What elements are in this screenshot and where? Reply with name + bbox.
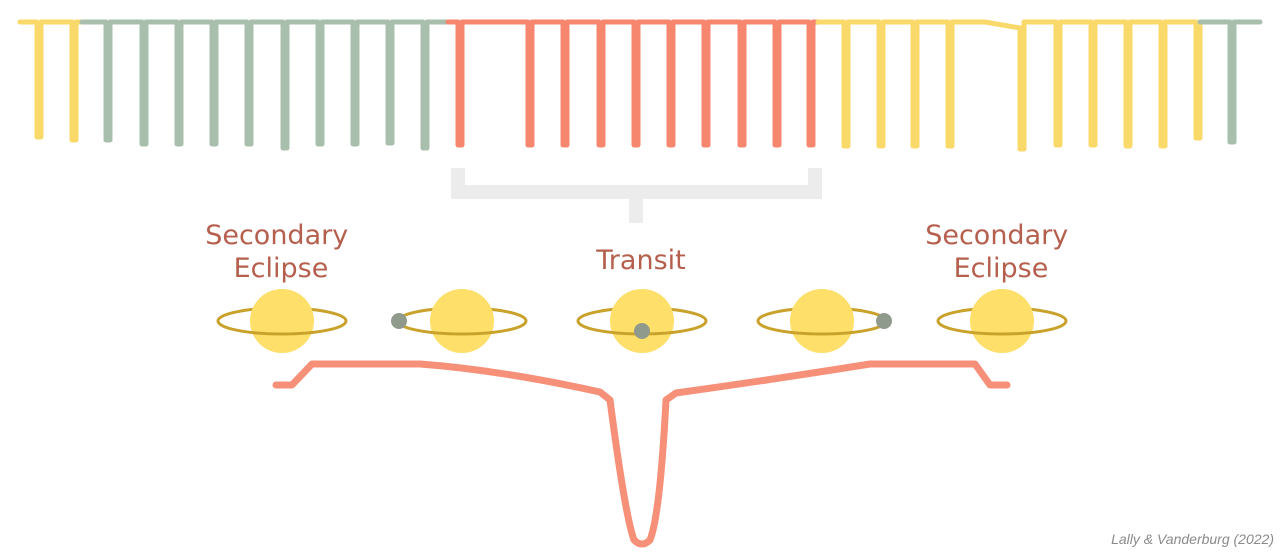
orbit-front-arc	[936, 320, 1068, 336]
planet	[876, 313, 892, 329]
secondary-eclipse-label-right: Secondary Eclipse	[925, 220, 1077, 284]
phase-quarter-right	[756, 289, 892, 353]
phase-transit	[576, 289, 708, 353]
secondary-eclipse-label-right-line2: Eclipse	[954, 253, 1049, 284]
light-curve-segment-yellow-left	[17, 19, 85, 143]
secondary-eclipse-label-left: Secondary Eclipse	[205, 220, 357, 284]
zoom-bracket	[451, 168, 822, 223]
star	[250, 289, 314, 353]
orbit-front-arc	[216, 320, 348, 336]
phase-secondary-eclipse-left	[216, 289, 348, 353]
phase-quarter-left	[391, 289, 528, 353]
secondary-eclipse-label-left-line1: Secondary	[205, 220, 348, 251]
orbit-front-arc	[396, 320, 528, 336]
star	[430, 289, 494, 353]
credit-text: Lally & Vanderburg (2022)	[1111, 531, 1274, 547]
light-curve-segment-green-right	[1197, 19, 1263, 145]
light-curve-segment-yellow-right	[815, 19, 1203, 152]
star	[610, 289, 674, 353]
light-curve-segment-red	[445, 19, 821, 148]
star	[790, 289, 854, 353]
star	[970, 289, 1034, 353]
planet	[391, 313, 407, 329]
planet	[634, 323, 650, 339]
phase-secondary-eclipse-right	[936, 289, 1068, 353]
light-curve-segment-green-left	[79, 19, 451, 151]
light-curve	[17, 19, 1263, 152]
phase-curve	[272, 360, 1011, 548]
transit-label: Transit	[595, 245, 685, 276]
secondary-eclipse-label-left-line2: Eclipse	[234, 253, 329, 284]
secondary-eclipse-label-right-line1: Secondary	[925, 220, 1068, 251]
